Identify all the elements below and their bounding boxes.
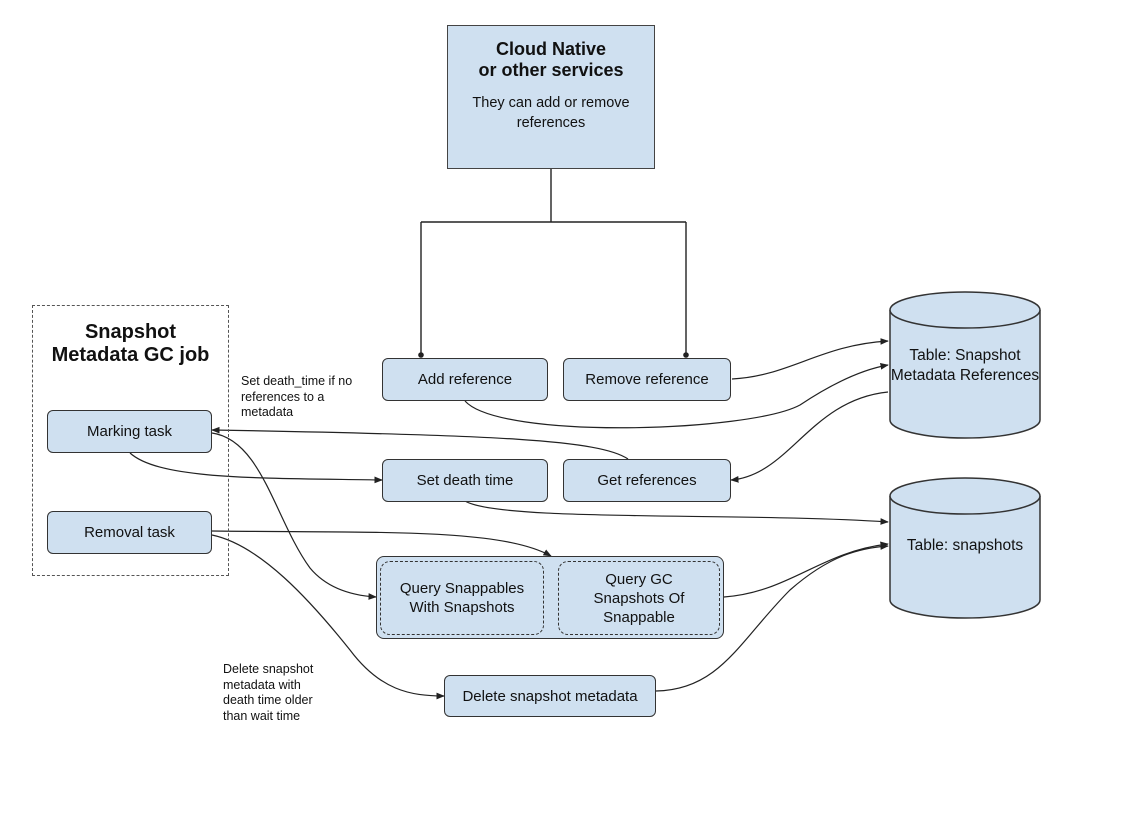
cloud-title-line2: or other services xyxy=(478,60,624,80)
delete-snapshot-metadata-node: Delete snapshot metadata xyxy=(444,675,656,717)
edge-get-to-marking xyxy=(211,426,629,460)
edge-removal-to-query xyxy=(211,530,552,557)
removal-task-node: Removal task xyxy=(47,511,212,554)
query-gc-snapshots-node: Query GC Snapshots Of Snappable xyxy=(558,561,720,635)
cloud-description: They can add or remove references xyxy=(472,95,630,131)
cylinder-references xyxy=(889,291,1041,439)
table-snapshots-label: Table: snapshots xyxy=(906,537,1024,554)
cloud-title-line1: Cloud Native xyxy=(495,39,606,59)
cloud-services-box: Cloud Native or other services They can … xyxy=(447,25,655,169)
edge-marking-to-setdeath xyxy=(129,452,383,484)
add-reference-node: Add reference xyxy=(382,358,548,401)
gc-job-title-line2: Metadata GC job xyxy=(51,344,210,366)
edge-marking-to-query-snappables xyxy=(211,432,377,600)
marking-task-node: Marking task xyxy=(47,410,212,453)
edge-references-to-get xyxy=(730,391,889,483)
table-references-label: Table: Snapshot Metadata References xyxy=(890,347,1040,384)
remove-reference-node: Remove reference xyxy=(563,358,731,401)
edge-setdeath-to-snapshots xyxy=(464,500,889,525)
edge-delete-to-snapshots xyxy=(655,543,889,692)
edge-add-to-references xyxy=(464,363,889,429)
cylinder-snapshots xyxy=(889,477,1041,619)
set-death-time-note: Set death_time if no references to a met… xyxy=(241,374,353,419)
edge-querygc-to-snapshots xyxy=(723,541,889,598)
query-snappables-node: Query Snappables With Snapshots xyxy=(380,561,544,635)
gc-job-box: Snapshot Metadata GC job xyxy=(32,305,229,576)
gc-job-title-line1: Snapshot xyxy=(84,321,177,343)
edge-removal-to-delete xyxy=(211,534,445,700)
delete-note: Delete snapshot metadata with death time… xyxy=(223,662,314,723)
remove-reference-port xyxy=(683,352,689,358)
get-references-node: Get references xyxy=(563,459,731,502)
add-reference-port xyxy=(418,352,424,358)
edge-remove-to-references xyxy=(731,338,889,380)
cloud-connector xyxy=(420,169,687,354)
set-death-time-node: Set death time xyxy=(382,459,548,502)
